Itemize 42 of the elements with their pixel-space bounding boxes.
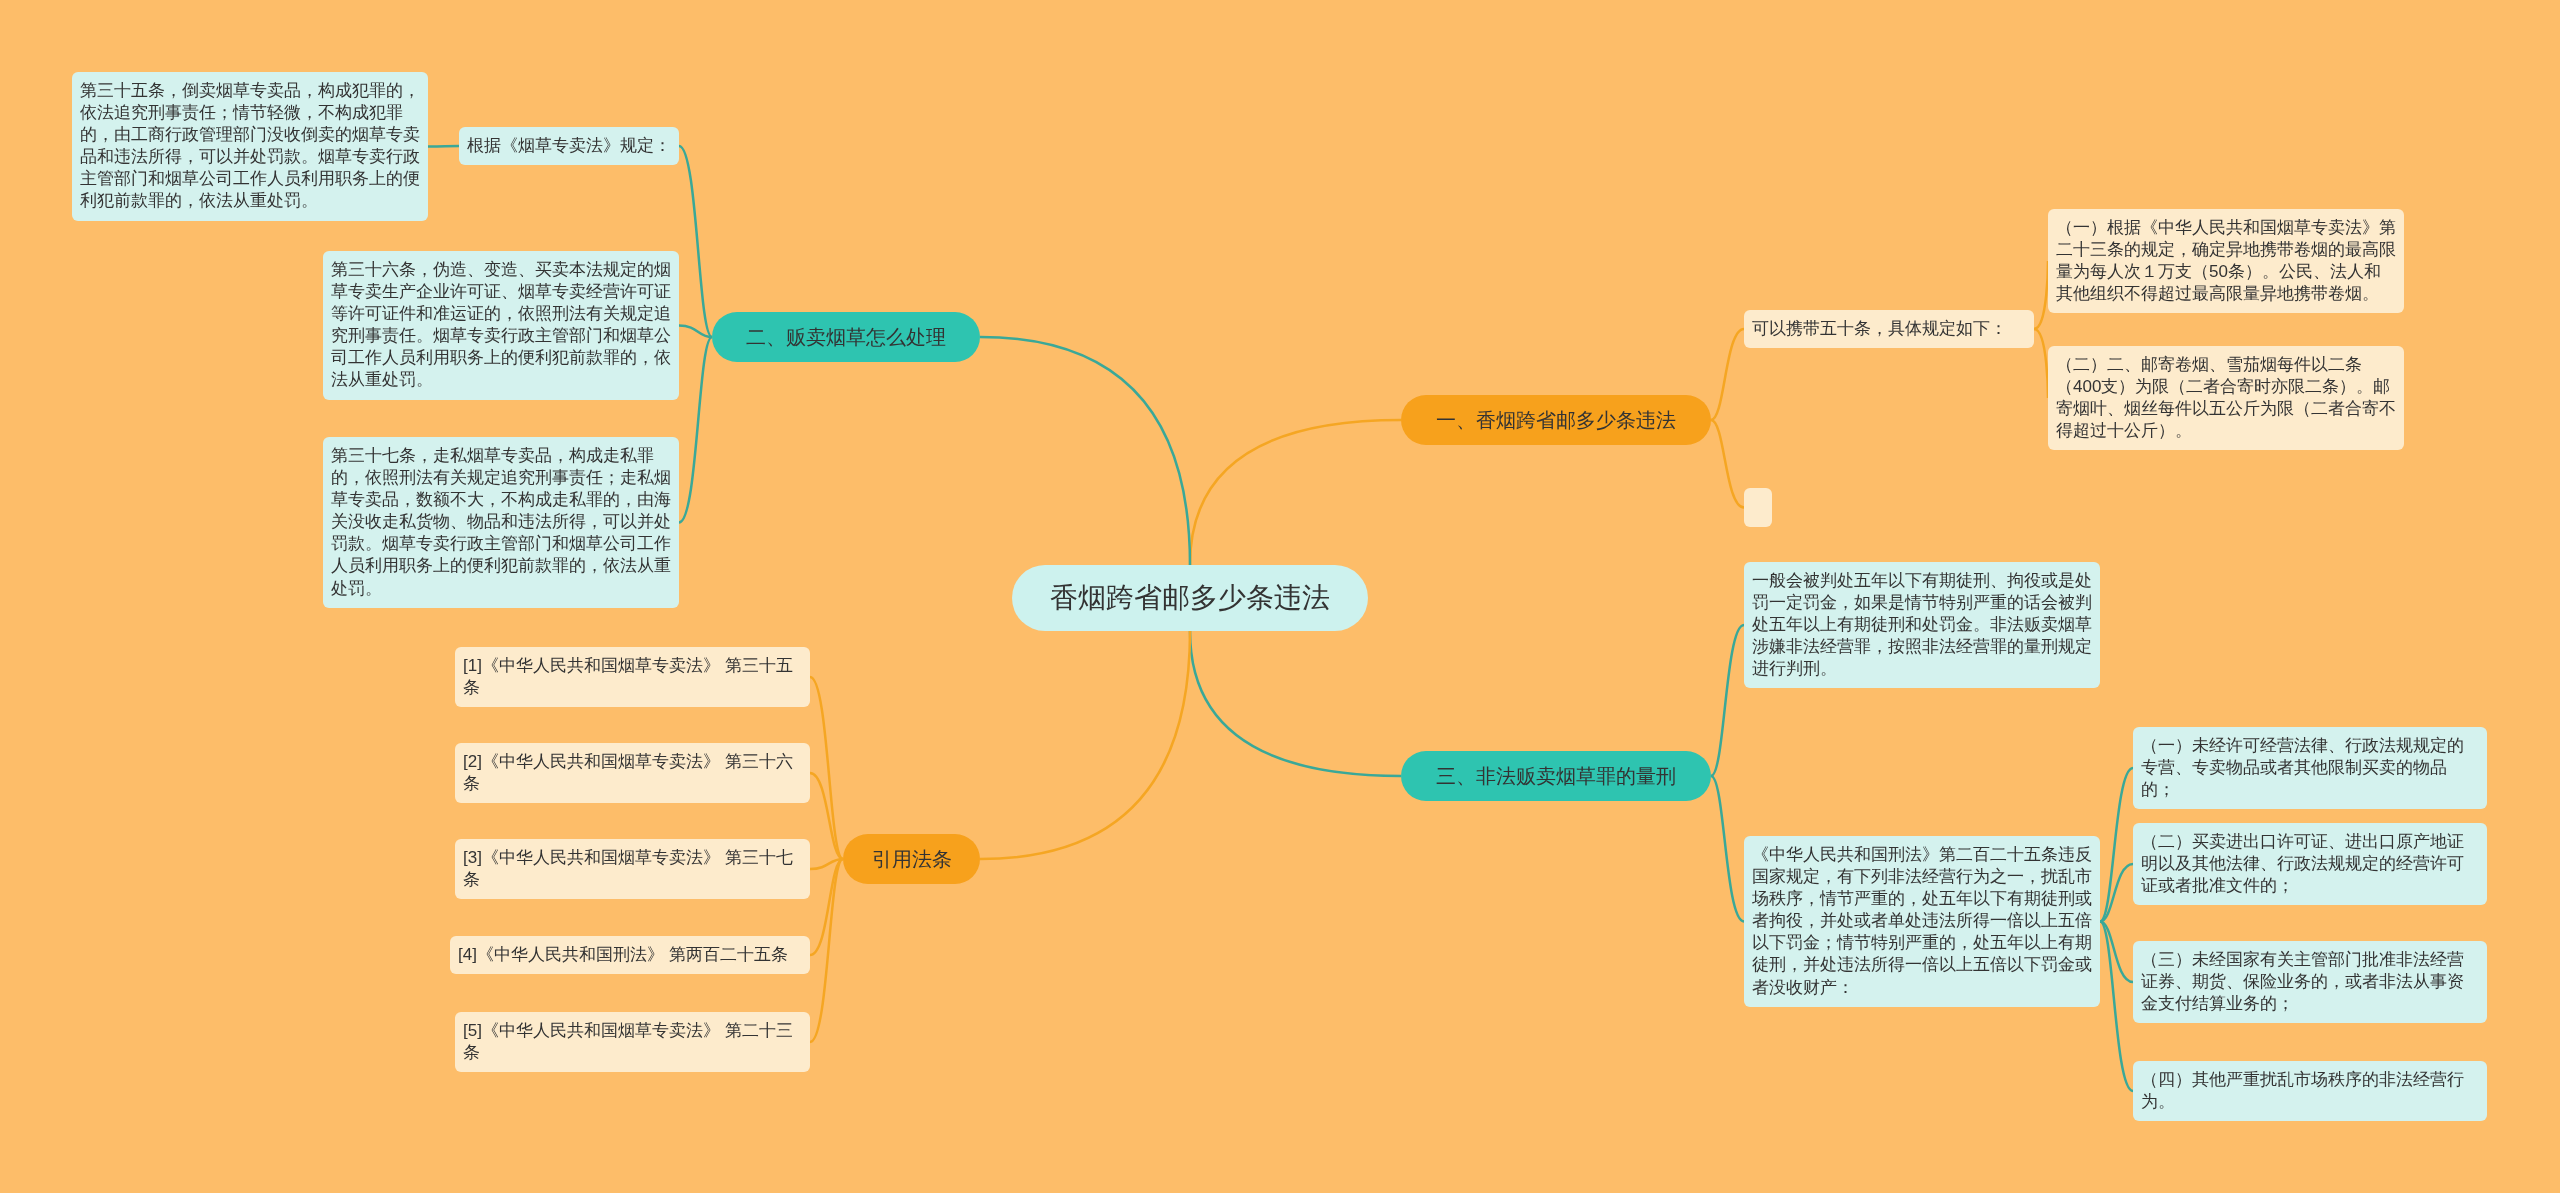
connector-line <box>979 630 1192 861</box>
note-box: [5]《中华人民共和国烟草专卖法》 第二十三条 <box>455 1012 810 1073</box>
note-box: （四）其他严重扰乱市场秩序的非法经营行为。 <box>2133 1061 2487 1122</box>
note-box: 《中华人民共和国刑法》第二百二十五条违反国家规定，有下列非法经营行为之一，扰乱市场秩序，情节严重的，处五年以下有期徒刑或者拘役，并处或者单处违法所得一倍以上五倍以下罚金；情节特别严重的，处五年以上有期徒刑，并处违法所得一倍以上五倍以下罚金或者没收财产： <box>1744 836 2100 1007</box>
note-box: 第三十五条，倒卖烟草专卖品，构成犯罪的，依法追究刑事责任；情节轻微，不构成犯罪的，由工商行政管理部门没收倒卖的烟草专卖品和违法所得，可以并处罚款。烟草专卖行政主管部门和烟草公司工作人员利用职务上的便利犯前款罪的，依法从重处罚。 <box>72 72 428 221</box>
connector-line <box>428 144 459 148</box>
branch-topic: 引用法条 <box>843 834 980 884</box>
connector-line <box>2099 920 2134 984</box>
note-box: （三）未经国家有关主管部门批准非法经营证券、期货、保险业务的，或者非法从事资金支付结算业务的； <box>2133 941 2487 1024</box>
note-box: 第三十七条，走私烟草专卖品，构成走私罪的，依照刑法有关规定追究刑事责任；走私烟草专卖品，数额不大，不构成走私罪的，由海关没收走私货物、物品和违法所得，可以并处罚款。烟草专卖行政主管部门和烟草公司工作人员利用职务上的便利犯前款罪的，依法从重处罚。 <box>323 437 679 608</box>
connector-line <box>1710 418 1745 509</box>
note-box: [3]《中华人民共和国烟草专卖法》 第三十七条 <box>455 839 810 900</box>
note-box: 可以携带五十条，具体规定如下： <box>1744 310 2034 349</box>
connector-line <box>678 336 713 524</box>
connector-line <box>2099 920 2134 1092</box>
note-box: 根据《烟草专卖法》规定： <box>459 127 679 166</box>
connector-line <box>1710 327 1745 422</box>
branch-topic: 二、贩卖烟草怎么处理 <box>712 312 980 362</box>
note-box: [1]《中华人民共和国烟草专卖法》 第三十五条 <box>455 647 810 708</box>
note-box: 一般会被判处五年以下有期徒刑、拘役或是处罚一定罚金，如果是情节特别严重的话会被判处五年以上有期徒刑和处罚金。非法贩卖烟草涉嫌非法经营罪，按照非法经营罪的量刑规定进行判刑。 <box>1744 562 2100 689</box>
connector-line <box>809 676 844 860</box>
note-box: [4]《中华人民共和国刑法》 第两百二十五条 <box>450 936 810 975</box>
connector-line <box>1710 623 1745 777</box>
empty-box <box>1744 488 1772 527</box>
note-box: （一）未经许可经营法律、行政法规规定的专营、专卖物品或者其他限制买卖的物品的； <box>2133 727 2487 810</box>
connector-line <box>678 145 713 338</box>
connector-line <box>979 335 1192 566</box>
note-box: 第三十六条，伪造、变造、买卖本法规定的烟草专卖生产企业许可证、烟草专卖经营许可证等许可证件和准运证的，依照刑法有关规定追究刑事责任。烟草专卖行政主管部门和烟草公司工作人员利用职务上的便利犯前款罪的，依法从重处罚。 <box>323 251 679 400</box>
connector-line <box>2099 862 2134 923</box>
note-box: （一）根据《中华人民共和国烟草专卖法》第二十三条的规定，确定异地携带卷烟的最高限量为每人次１万支（50条）。公民、法人和其他组织不得超过最高限量异地携带卷烟。 <box>2048 209 2404 314</box>
connector-line <box>2099 766 2134 923</box>
connector-line <box>809 858 844 1043</box>
note-box: [2]《中华人民共和国烟草专卖法》 第三十六条 <box>455 743 810 804</box>
note-box: （二）二、邮寄卷烟、雪茄烟每件以二条（400支）为限（二者合寄时亦限二条）。邮寄烟叶、烟丝每件以五公斤为限（二者合寄不得超过十公斤）。 <box>2048 346 2404 451</box>
connector-line <box>2033 327 2050 398</box>
connector-line <box>2033 261 2050 331</box>
connector-line <box>1710 775 1745 923</box>
root-topic: 香烟跨省邮多少条违法 <box>1012 565 1368 631</box>
branch-topic: 一、香烟跨省邮多少条违法 <box>1401 395 1711 445</box>
connector-line <box>678 324 713 339</box>
note-box: （二）买卖进出口许可证、进出口原产地证明以及其他法律、行政法规规定的经营许可证或者批准文件的； <box>2133 823 2487 906</box>
branch-topic: 三、非法贩卖烟草罪的量刑 <box>1401 751 1711 801</box>
